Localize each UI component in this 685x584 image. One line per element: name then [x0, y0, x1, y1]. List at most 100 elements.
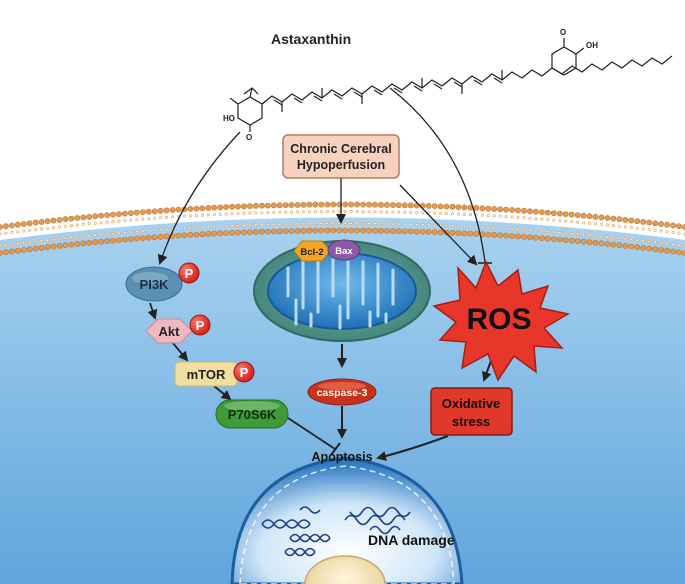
lipid-head [372, 201, 378, 208]
lipid-head [159, 216, 163, 220]
lipid-head [425, 202, 432, 209]
lipid-head [212, 213, 216, 217]
lipid-head [110, 211, 116, 218]
lipid-head [433, 211, 437, 215]
lipid-head [616, 242, 623, 249]
lipid-head [301, 222, 305, 226]
lipid-head [290, 210, 294, 214]
akt-label: Akt [159, 324, 181, 339]
lipid-head [270, 228, 277, 235]
mtor-label: mTOR [187, 367, 226, 382]
lipid-head [8, 248, 15, 255]
lipid-head [670, 222, 676, 229]
lipid-head [20, 221, 27, 227]
lipid-head [444, 224, 448, 228]
lipid-head [515, 207, 521, 214]
lipid-head [540, 217, 544, 221]
lipid-head [658, 247, 664, 253]
lipid-head [425, 228, 432, 235]
lipid-head [652, 220, 659, 227]
lipid-head [22, 241, 26, 245]
lipid-head [260, 211, 264, 215]
lipid-head [486, 214, 490, 218]
lipid-head [206, 213, 210, 217]
lipid-head [539, 209, 545, 215]
ros-label: ROS [466, 303, 531, 336]
lipid-head [127, 210, 134, 216]
lipid-head [383, 201, 390, 208]
lipid-head [665, 230, 669, 234]
arrow-astaxanthin-pi3k [157, 131, 241, 265]
lipid-head [241, 203, 247, 210]
lipid-head [193, 205, 200, 212]
lipid-head [522, 228, 526, 232]
lipid-head [527, 208, 533, 215]
lipid-head [266, 211, 270, 215]
lipid-head [431, 229, 438, 235]
lipid-head [50, 243, 57, 250]
apoptosis-label: Apoptosis [311, 450, 372, 464]
lipid-head [122, 210, 128, 217]
inhibit-p70-apoptosis [287, 417, 336, 450]
lipid-head [504, 215, 508, 219]
arrow-oxidative-apoptosis [376, 435, 449, 461]
lipid-head [187, 231, 194, 238]
lipid-head [290, 222, 294, 226]
astaxanthin-label: Astaxanthin [271, 31, 351, 47]
lipid-head [610, 215, 617, 222]
lipid-head [444, 212, 448, 216]
lipid-head [389, 202, 396, 208]
ho-left: HO [223, 114, 235, 123]
lipid-head [391, 210, 395, 214]
lipid-head [188, 214, 192, 218]
lipid-head [4, 243, 8, 247]
lipid-head [401, 202, 408, 209]
lipid-head [570, 220, 574, 224]
mtor-phospho-icon: P [233, 361, 255, 383]
lipid-head [528, 228, 532, 232]
lipid-head [455, 204, 462, 210]
lipid-head [68, 215, 75, 222]
lipid-head [312, 201, 319, 208]
lipid-head [307, 222, 311, 226]
lipid-head [282, 228, 289, 234]
lipid-head [409, 210, 413, 214]
lipid-head [349, 210, 353, 214]
lipid-head [378, 227, 384, 234]
lipid-head [599, 234, 603, 238]
lipid-head [635, 238, 639, 242]
lipid-head [157, 233, 164, 240]
lipid-head [116, 211, 122, 217]
lipid-head [461, 230, 468, 237]
lipid-head [57, 237, 61, 241]
lipid-head [462, 212, 466, 216]
lipid-head [99, 221, 103, 225]
lipid-head [611, 224, 615, 228]
lipid-head [510, 215, 514, 219]
lipid-head [74, 215, 81, 221]
lipid-head [550, 236, 557, 242]
lipid-head [105, 220, 109, 224]
lipid-head [319, 210, 323, 214]
lipid-head [252, 202, 259, 209]
lipid-head [218, 212, 222, 216]
lipid-head [200, 213, 204, 217]
lipid-head [342, 227, 349, 234]
lipid-head [586, 239, 593, 246]
lipid-head [592, 213, 599, 220]
lipid-head [337, 222, 341, 226]
lipid-head [503, 206, 509, 213]
lipid-head [50, 217, 57, 224]
lipid-head [556, 210, 563, 217]
lipid-head [254, 211, 258, 215]
lipid-head [242, 211, 246, 215]
lipid-head [570, 232, 574, 236]
lipid-head [248, 211, 252, 215]
lipid-head [564, 231, 568, 235]
lipid-head [616, 216, 623, 223]
lipid-head [610, 241, 617, 248]
lipid-head [647, 228, 651, 232]
lipid-head [169, 207, 176, 213]
ros-burst: ROS [432, 260, 571, 382]
lipid-head [159, 228, 163, 232]
